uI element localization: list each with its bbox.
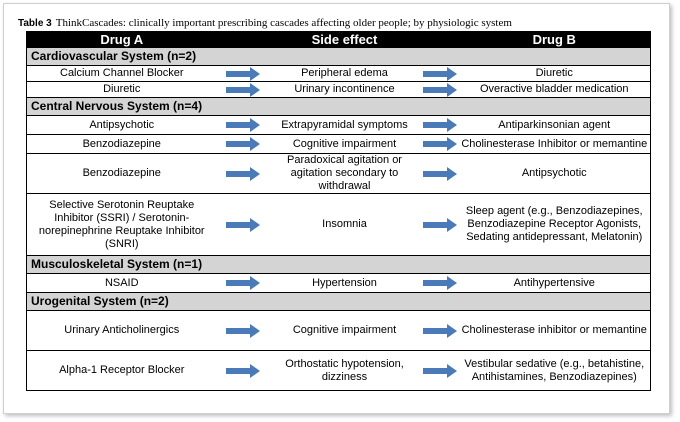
right-arrow-icon [422, 217, 457, 232]
header-row: Drug A Side effect Drug B [26, 31, 651, 48]
right-arrow-icon [225, 66, 260, 81]
right-arrow-icon [422, 82, 457, 97]
side-effect-cell: Cognitive impairment [268, 134, 421, 154]
category-row: Cardiovascular System (n=2) [26, 47, 651, 66]
arrow-cell [420, 350, 459, 391]
header-spacer [216, 31, 269, 48]
arrow-cell [420, 65, 459, 82]
arrow-cell [216, 193, 269, 256]
header-drug-b: Drug B [458, 31, 651, 48]
drug-a-cell: Antipsychotic [26, 115, 217, 135]
side-effect-cell: Orthostatic hypotension, dizziness [268, 350, 421, 391]
drug-b-cell: Diuretic [458, 65, 651, 82]
arrow-cell [216, 153, 269, 194]
header-side-effect: Side effect [268, 31, 421, 48]
prescribing-cascades-table: Drug A Side effect Drug B Cardiovascular… [26, 31, 651, 391]
right-arrow-icon [422, 363, 457, 378]
drug-a-cell: Diuretic [26, 81, 217, 98]
category-title: Musculoskeletal System (n=1) [26, 255, 651, 274]
right-arrow-icon [225, 118, 260, 132]
drug-b-cell: Antihypertensive [458, 273, 651, 293]
category-title: Central Nervous System (n=4) [26, 97, 651, 116]
drug-b-cell: Sleep agent (e.g., Benzodiazepines, Benz… [458, 193, 651, 256]
side-effect-cell: Cognitive impairment [268, 310, 421, 351]
drug-a-cell: Calcium Channel Blocker [26, 65, 217, 82]
right-arrow-icon [422, 323, 457, 338]
side-effect-cell: Paradoxical agitation or agitation secon… [268, 153, 421, 194]
table-row: Calcium Channel Blocker Peripheral edema D… [26, 65, 651, 82]
side-effect-cell: Extrapyramidal symptoms [268, 115, 421, 135]
category-row: Urogenital System (n=2) [26, 292, 651, 311]
arrow-cell [420, 310, 459, 351]
header-spacer [420, 31, 459, 48]
right-arrow-icon [225, 166, 260, 181]
category-title: Urogenital System (n=2) [26, 292, 651, 311]
drug-a-cell: Alpha-1 Receptor Blocker [26, 350, 217, 391]
side-effect-cell: Urinary incontinence [268, 81, 421, 98]
right-arrow-icon [422, 66, 457, 81]
right-arrow-icon [225, 82, 260, 97]
arrow-cell [216, 134, 269, 154]
arrow-cell [216, 350, 269, 391]
arrow-cell [216, 310, 269, 351]
table-row: Antipsychotic Extrapyramidal symptoms Anti… [26, 115, 651, 135]
right-arrow-icon [225, 217, 260, 232]
drug-b-cell: Cholinesterase inhibitor or memantine [458, 310, 651, 351]
drug-b-cell: Antipsychotic [458, 153, 651, 194]
table-row: NSAID Hypertension Antihypertensive [26, 273, 651, 293]
side-effect-cell: Hypertension [268, 273, 421, 293]
table-row: Benzodiazepine Cognitive impairment Cholin… [26, 134, 651, 154]
table-row: Selective Serotonin Reuptake Inhibitor (… [26, 193, 651, 256]
arrow-cell [420, 81, 459, 98]
category-title: Cardiovascular System (n=2) [26, 47, 651, 66]
drug-b-cell: Cholinesterase Inhibitor or memantine [458, 134, 651, 154]
drug-b-cell: Overactive bladder medication [458, 81, 651, 98]
category-row: Central Nervous System (n=4) [26, 97, 651, 116]
drug-a-cell: Selective Serotonin Reuptake Inhibitor (… [26, 193, 217, 256]
arrow-cell [420, 153, 459, 194]
drug-b-cell: Vestibular sedative (e.g., betahistine, … [458, 350, 651, 391]
arrow-cell [216, 273, 269, 293]
right-arrow-icon [422, 137, 457, 151]
header-drug-a: Drug A [26, 31, 217, 48]
arrow-cell [420, 115, 459, 135]
right-arrow-icon [225, 363, 260, 378]
arrow-cell [420, 193, 459, 256]
drug-a-cell: Benzodiazepine [26, 134, 217, 154]
right-arrow-icon [225, 276, 260, 290]
right-arrow-icon [422, 118, 457, 132]
arrow-cell [420, 273, 459, 293]
table-row: Diuretic Urinary incontinence Overactive b… [26, 81, 651, 98]
right-arrow-icon [422, 166, 457, 181]
side-effect-cell: Insomnia [268, 193, 421, 256]
arrow-cell [216, 65, 269, 82]
category-row: Musculoskeletal System (n=1) [26, 255, 651, 274]
caption-text: ThinkCascades: clinically important pres… [55, 17, 512, 29]
drug-a-cell: Benzodiazepine [26, 153, 217, 194]
right-arrow-icon [225, 323, 260, 338]
arrow-cell [420, 134, 459, 154]
side-effect-cell: Peripheral edema [268, 65, 421, 82]
right-arrow-icon [422, 276, 457, 290]
arrow-cell [216, 115, 269, 135]
drug-b-cell: Antiparkinsonian agent [458, 115, 651, 135]
arrow-cell [216, 81, 269, 98]
caption-label: Table 3 [18, 18, 52, 29]
table-row: Benzodiazepine Paradoxical agitation or a… [26, 153, 651, 194]
table-row: Urinary Anticholinergics Cognitive impair… [26, 310, 651, 351]
drug-a-cell: Urinary Anticholinergics [26, 310, 217, 351]
drug-a-cell: NSAID [26, 273, 217, 293]
table-row: Alpha-1 Receptor Blocker Orthostatic hypo… [26, 350, 651, 391]
right-arrow-icon [225, 137, 260, 151]
